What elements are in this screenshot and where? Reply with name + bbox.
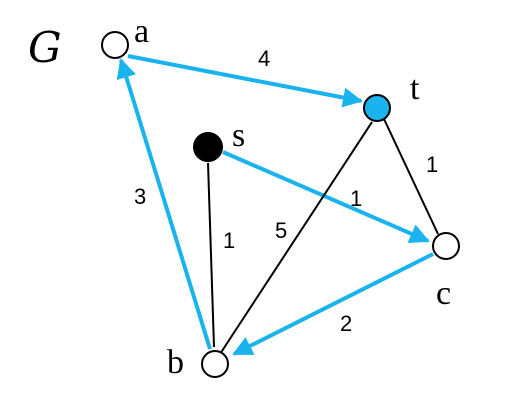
edge-weight-a-t: 4 [258,46,270,71]
node-s [193,132,223,162]
node-label-s: s [232,117,245,154]
node-label-c: c [436,275,451,312]
edge-a-to-t [127,54,363,108]
graph-name-label: G [28,23,62,72]
edge-s-b [207,162,215,348]
edge-t-b [219,121,373,355]
node-c [432,232,460,260]
edge-weight-s-c: 1 [350,186,362,211]
edge-b-to-a [116,58,212,350]
node-a [101,31,129,59]
node-t [363,94,391,122]
edge-t-c [383,118,439,235]
edge-c-to-b [232,252,434,356]
edge-s-to-c [222,150,430,244]
node-b [201,350,229,378]
node-label-t: t [410,70,420,107]
edge-weight-b-a: 3 [134,184,146,209]
edge-weight-c-b: 2 [340,311,352,336]
node-label-b: b [167,344,184,381]
edge-weight-s-b: 1 [223,228,235,253]
edge-weight-t-b: 5 [275,218,287,243]
node-label-a: a [134,13,149,50]
edge-weight-t-c: 1 [426,152,438,177]
